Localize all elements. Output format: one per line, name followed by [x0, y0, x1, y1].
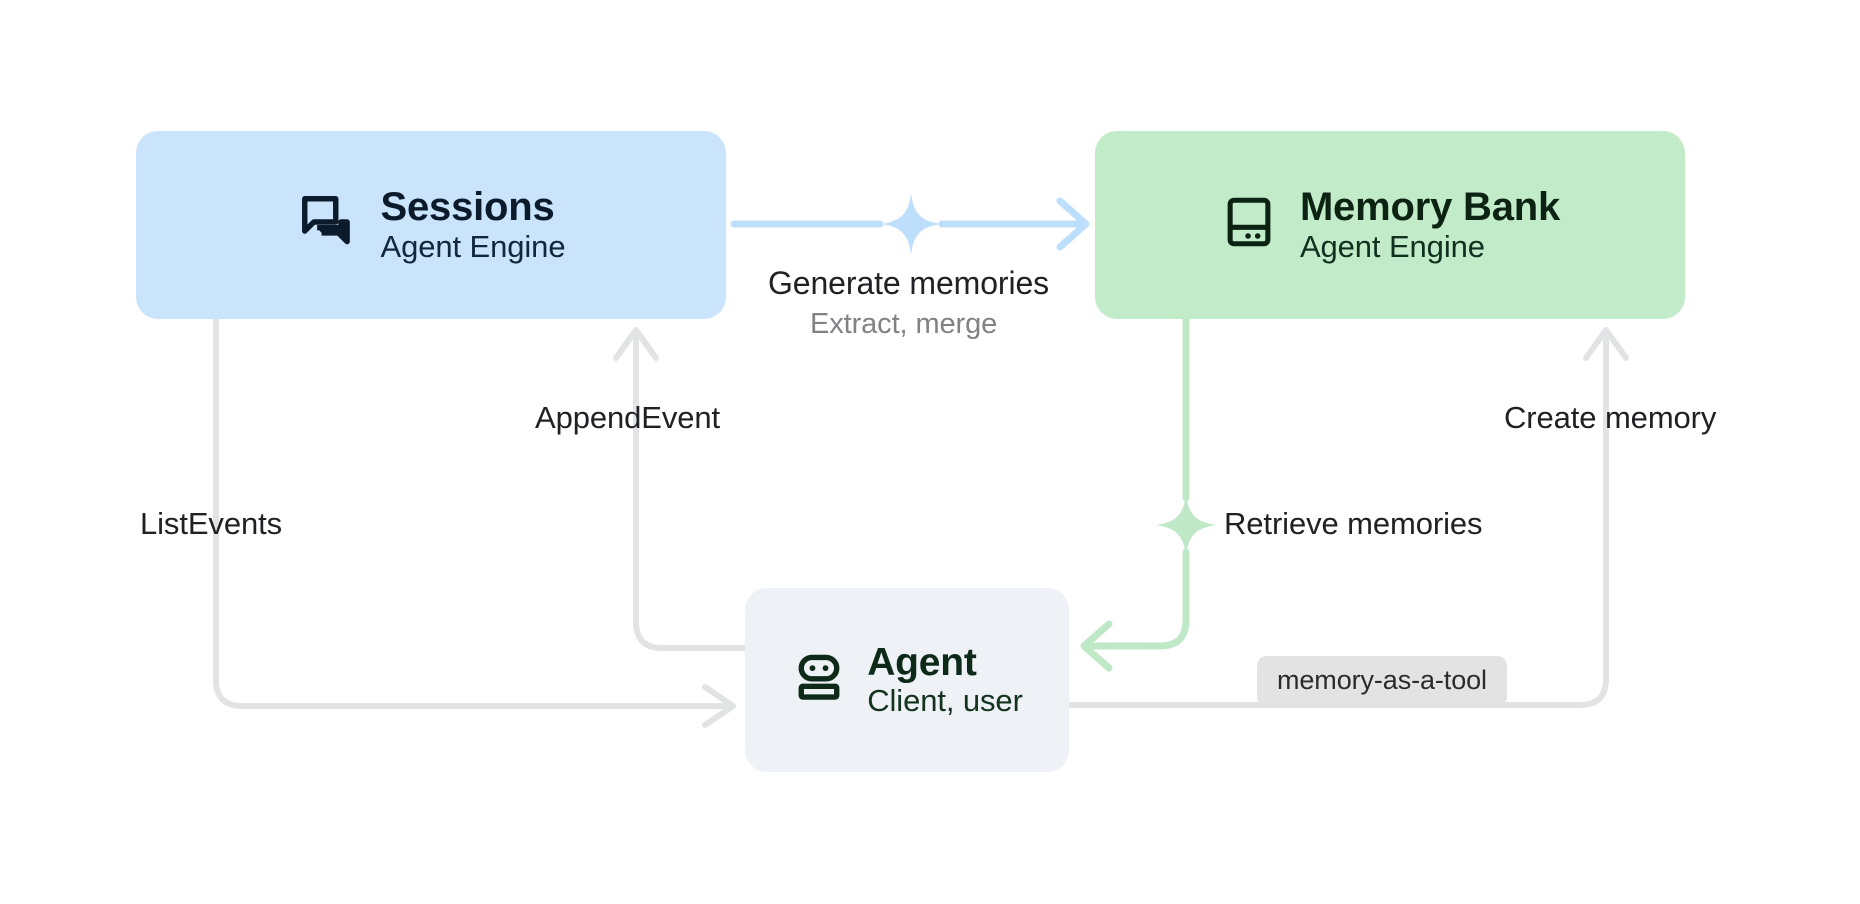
- edge-label-retrieve-memories: Retrieve memories: [1224, 506, 1483, 541]
- node-sessions-text: Sessions Agent Engine: [381, 185, 566, 265]
- edge-label-append-event: AppendEvent: [535, 400, 721, 435]
- badge-memory-as-a-tool: memory-as-a-tool: [1257, 656, 1507, 707]
- node-agent-text: Agent Client, user: [867, 641, 1023, 719]
- edge-label-list-events: ListEvents: [140, 506, 283, 541]
- node-sessions-title: Sessions: [380, 185, 555, 230]
- sparkle-icon-retrieve: [1156, 495, 1216, 555]
- sparkle-icon-generate: [881, 194, 941, 254]
- edge-retrieve-memories-line-bottom: [1086, 548, 1190, 650]
- node-sessions[interactable]: Sessions Agent Engine: [136, 131, 726, 319]
- edge-create-memory-line: [1066, 335, 1609, 708]
- edge-list-events: [213, 317, 736, 728]
- edge-append-event-line: [633, 335, 748, 651]
- node-memory-bank-text: Memory Bank Agent Engine: [1300, 185, 1560, 265]
- edge-list-events-line: [213, 317, 729, 709]
- node-agent-title: Agent: [867, 640, 977, 684]
- node-agent[interactable]: Agent Client, user: [745, 588, 1069, 772]
- node-memory-bank-subtitle: Agent Engine: [1299, 229, 1485, 265]
- edge-list-events-arrowhead: [702, 684, 736, 728]
- edge-label-generate-memories: Generate memories: [768, 265, 1050, 301]
- edge-generate-memories-arrowhead: [1056, 197, 1090, 251]
- database-icon: [1220, 193, 1278, 256]
- edge-create-memory-arrowhead: [1583, 327, 1629, 361]
- robot-icon: [791, 649, 847, 710]
- edge-label-create-memory: Create memory: [1504, 400, 1717, 435]
- edge-create-memory: [1066, 327, 1629, 708]
- node-sessions-subtitle: Agent Engine: [380, 229, 566, 265]
- node-memory-bank-title: Memory Bank: [1299, 185, 1561, 230]
- node-agent-subtitle: Client, user: [867, 683, 1023, 719]
- edge-append-event-arrowhead: [613, 327, 659, 361]
- edge-generate-memories: [730, 194, 1090, 254]
- node-memory-bank[interactable]: Memory Bank Agent Engine: [1095, 131, 1685, 319]
- edge-sublabel-generate-memories: Extract, merge: [810, 308, 998, 340]
- edge-retrieve-memories: [1080, 316, 1216, 672]
- forum-icon: [297, 191, 359, 258]
- edge-retrieve-memories-arrowhead: [1080, 620, 1113, 672]
- edge-append-event: [613, 327, 748, 651]
